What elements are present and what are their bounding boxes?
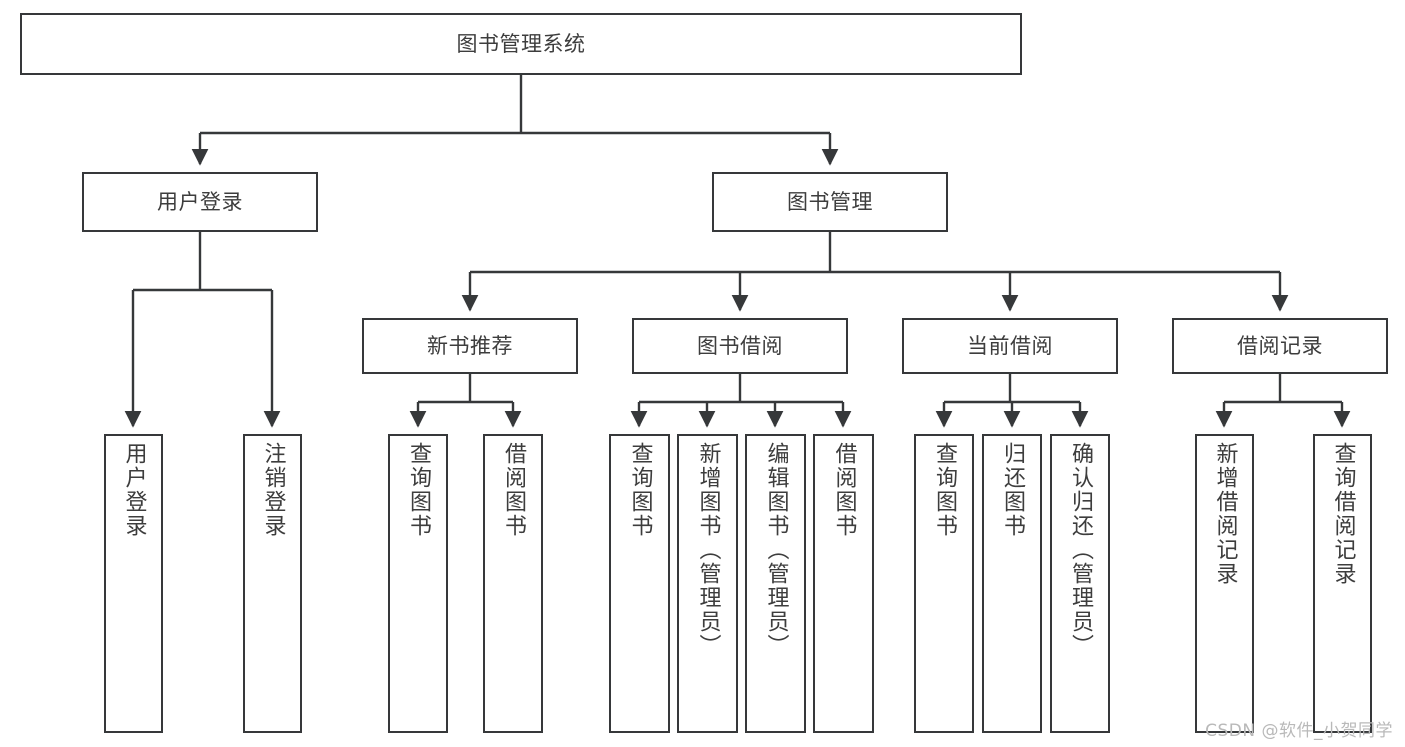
leaf-add-borrow-record[interactable]: 新增借阅记录 <box>1195 434 1254 733</box>
node-borrow-record[interactable]: 借阅记录 <box>1172 318 1388 374</box>
leaf-query-borrow-record-label: 查询借阅记录 <box>1330 442 1356 586</box>
leaf-add-borrow-record-label: 新增借阅记录 <box>1212 442 1238 586</box>
leaf-user-login[interactable]: 用户登录 <box>104 434 163 733</box>
watermark-text: CSDN @软件_小贺同学 <box>1205 721 1393 741</box>
leaf-user-login-label: 用户登录 <box>121 442 147 538</box>
node-new-book-recommend-label: 新书推荐 <box>427 333 513 358</box>
node-root[interactable]: 图书管理系统 <box>20 13 1022 75</box>
node-user-login-label: 用户登录 <box>157 189 243 214</box>
leaf-query-book-current-label: 查询图书 <box>932 442 957 538</box>
leaf-query-book-newbook[interactable]: 查询图书 <box>388 434 448 733</box>
node-user-login[interactable]: 用户登录 <box>82 172 318 232</box>
leaf-borrow-book-newbook-label: 借阅图书 <box>501 442 526 538</box>
node-current-borrow-label: 当前借阅 <box>967 333 1053 358</box>
node-current-borrow[interactable]: 当前借阅 <box>902 318 1118 374</box>
leaf-return-book[interactable]: 归还图书 <box>982 434 1042 733</box>
leaf-add-book-admin-label: 新增图书（管理员） <box>695 442 721 658</box>
leaf-borrow-book-label: 借阅图书 <box>831 442 857 538</box>
node-root-label: 图书管理系统 <box>456 31 586 56</box>
node-new-book-recommend[interactable]: 新书推荐 <box>362 318 578 374</box>
node-book-manage[interactable]: 图书管理 <box>712 172 948 232</box>
leaf-query-borrow-record[interactable]: 查询借阅记录 <box>1313 434 1372 733</box>
leaf-logout[interactable]: 注销登录 <box>243 434 302 733</box>
leaf-logout-label: 注销登录 <box>260 442 286 538</box>
leaf-query-book-newbook-label: 查询图书 <box>406 442 431 538</box>
leaf-borrow-book-newbook[interactable]: 借阅图书 <box>483 434 543 733</box>
leaf-confirm-return-admin-label: 确认归还（管理员） <box>1068 442 1093 658</box>
node-book-borrow[interactable]: 图书借阅 <box>632 318 848 374</box>
leaf-edit-book-admin[interactable]: 编辑图书（管理员） <box>745 434 806 733</box>
leaf-query-book-borrow-label: 查询图书 <box>627 442 653 538</box>
leaf-add-book-admin[interactable]: 新增图书（管理员） <box>677 434 738 733</box>
node-book-manage-label: 图书管理 <box>787 189 873 214</box>
leaf-confirm-return-admin[interactable]: 确认归还（管理员） <box>1050 434 1110 733</box>
leaf-edit-book-admin-label: 编辑图书（管理员） <box>763 442 789 658</box>
leaf-return-book-label: 归还图书 <box>1000 442 1025 538</box>
leaf-query-book-current[interactable]: 查询图书 <box>914 434 974 733</box>
node-borrow-record-label: 借阅记录 <box>1237 333 1323 358</box>
node-book-borrow-label: 图书借阅 <box>697 333 783 358</box>
leaf-borrow-book[interactable]: 借阅图书 <box>813 434 874 733</box>
leaf-query-book-borrow[interactable]: 查询图书 <box>609 434 670 733</box>
